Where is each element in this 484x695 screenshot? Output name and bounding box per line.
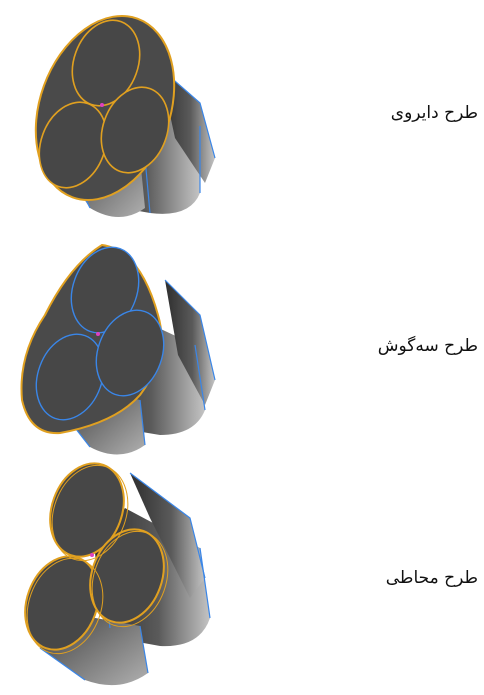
inner-pipe-circles: [35, 246, 165, 421]
circular-design-figure: [0, 8, 250, 238]
triangular-design-figure: [0, 235, 250, 465]
pipe-rims: [26, 464, 169, 655]
cylinder-edges: [64, 279, 216, 448]
marker-dot: [96, 332, 100, 336]
peripheral-design-figure: [0, 458, 250, 688]
peripheral-design-label: طرح محاطی: [385, 568, 478, 588]
marker-dot: [90, 553, 94, 557]
inner-pipe-circles: [24, 462, 165, 651]
marker-dot: [100, 103, 104, 107]
inner-pipe-circles: [38, 19, 170, 189]
triangular-design-label: طرح سه‌گوش: [377, 336, 478, 356]
circular-design-label: طرح دایروی: [390, 103, 478, 123]
